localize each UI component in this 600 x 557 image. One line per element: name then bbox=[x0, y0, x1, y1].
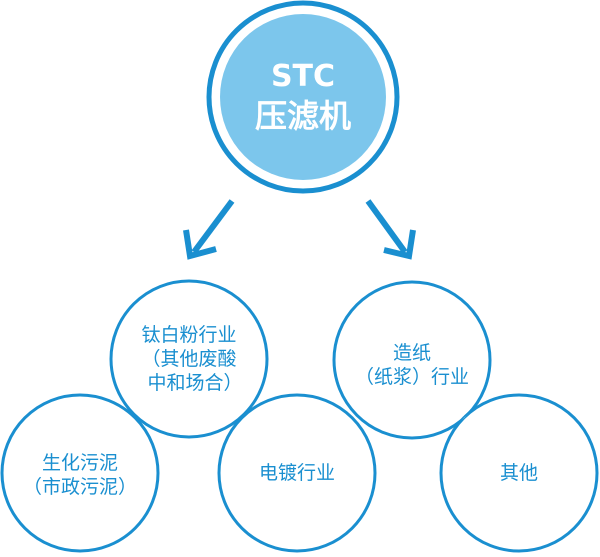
center-label-line1: STC bbox=[270, 59, 336, 94]
center-node-fill bbox=[220, 14, 386, 180]
node-plating-circle bbox=[217, 393, 377, 553]
node-titanium-label-line3: 中和场合） bbox=[147, 372, 243, 394]
node-titanium-label-line2: （其他废酸 bbox=[141, 348, 237, 370]
node-paper-circle bbox=[332, 280, 492, 440]
arrow-left bbox=[183, 199, 235, 260]
node-sludge-label: 生化污泥 （市政污泥） bbox=[5, 451, 155, 499]
node-sludge-circle bbox=[0, 393, 160, 553]
node-other-label-line1: 其他 bbox=[499, 462, 538, 484]
center-label-line2: 压滤机 bbox=[254, 97, 351, 135]
node-sludge bbox=[0, 393, 160, 553]
center-label: STC 压滤机 bbox=[243, 58, 363, 136]
node-paper-label-line2: （纸浆）行业 bbox=[354, 366, 469, 388]
node-titanium-label-line1: 钛白粉行业 bbox=[141, 324, 237, 346]
arrow-right bbox=[365, 199, 416, 260]
node-plating-label-line1: 电镀行业 bbox=[258, 462, 335, 484]
node-other bbox=[439, 393, 599, 553]
node-titanium-circle bbox=[109, 279, 269, 439]
node-plating bbox=[217, 393, 377, 553]
node-sludge-label-line2: （市政污泥） bbox=[22, 476, 137, 498]
node-other-label: 其他 bbox=[444, 461, 594, 485]
node-other-circle bbox=[439, 393, 599, 553]
node-plating-label: 电镀行业 bbox=[222, 461, 372, 485]
node-titanium-label: 钛白粉行业 （其他废酸 中和场合） bbox=[114, 323, 264, 395]
node-paper-label-line1: 造纸 bbox=[392, 342, 431, 364]
node-paper-label: 造纸 （纸浆）行业 bbox=[337, 341, 487, 389]
node-sludge-label-line1: 生化污泥 bbox=[41, 452, 118, 474]
